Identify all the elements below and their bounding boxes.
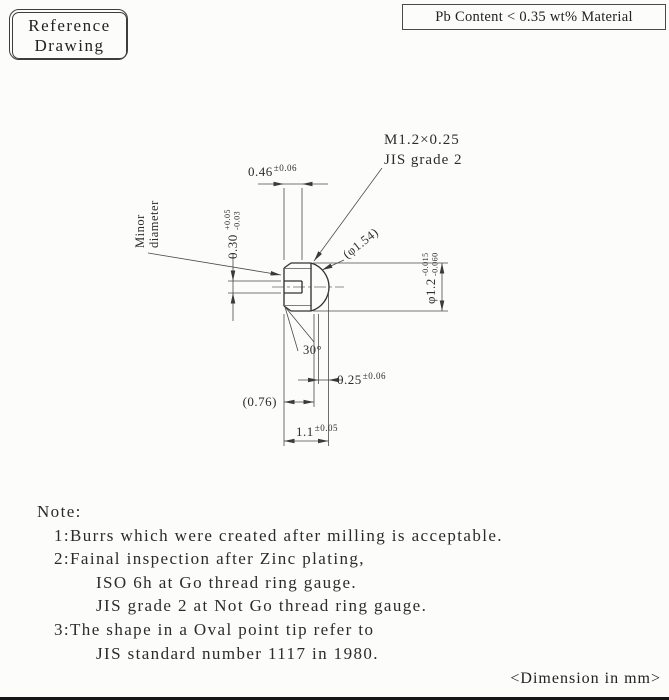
dim-overall-length-text: 1.1±0.05 <box>296 423 338 439</box>
dim-chamfer-angle-text: 30° <box>303 343 322 357</box>
note-line-3a: JIS standard number 1117 in 1980. <box>96 643 379 663</box>
dim-major-diameter-tol-upper: -0.015 <box>421 252 430 276</box>
note-line-2b: JIS grade 2 at Not Go thread ring gauge. <box>96 596 428 616</box>
thread-grade-label: JIS grade 2 <box>384 152 463 168</box>
dim-point-length-text: 0.25±0.06 <box>337 371 386 387</box>
technical-drawing: 0.46±0.06 M1.2×0.25 JIS grade 2 Minor di… <box>133 132 463 446</box>
dim-sphere-diameter-text: (φ1.54) <box>340 225 381 261</box>
bottom-rule <box>0 697 669 700</box>
pb-content-box: Pb Content < 0.35 wt% Material <box>402 4 666 30</box>
notes-section: Note: 1:Burrs which were created after m… <box>37 500 503 665</box>
pb-content-text: Pb Content < 0.35 wt% Material <box>435 8 633 25</box>
dim-slot-depth-tol-upper: +0.05 <box>223 209 232 230</box>
thread-minor-lines <box>285 268 312 306</box>
dim-slot-depth-tol-lower: -0.03 <box>233 211 242 230</box>
stamp-line-1: Reference <box>28 15 111 35</box>
dim-ref-length: (0.76) <box>243 314 315 446</box>
dim-thread-callout: M1.2×0.25 JIS grade 2 <box>313 132 463 262</box>
dim-slot-width: 0.46±0.06 <box>248 163 328 260</box>
dim-slot-depth: 0.30 +0.05 -0.03 <box>223 209 281 321</box>
minor-diameter-word-1: Minor <box>133 214 147 248</box>
dim-minor-diameter-label: Minor diameter <box>133 200 282 276</box>
dim-point-length: 0.25±0.06 <box>298 291 386 446</box>
stamp-line-2: Drawing <box>34 35 105 55</box>
minor-diameter-word-2: diameter <box>147 200 161 248</box>
note-line-3: 3:The shape in a Oval point tip refer to <box>54 619 375 639</box>
screw-slot <box>284 280 303 294</box>
dimension-unit-note: <Dimension in mm> <box>510 670 661 687</box>
reference-drawing-stamp-inner: Reference Drawing <box>12 12 127 59</box>
note-line-1: 1:Burrs which were created after milling… <box>54 525 503 545</box>
note-line-2: 2:Fainal inspection after Zinc plating, <box>54 549 365 569</box>
dim-slot-width-text: 0.46±0.06 <box>248 163 297 179</box>
dim-chamfer-angle: 30° <box>284 306 322 357</box>
dim-major-diameter-tol-lower: -0.060 <box>431 252 440 276</box>
dim-overall-length: 1.1±0.05 <box>284 423 338 444</box>
notes-title: Note: <box>37 502 82 521</box>
screw-outline <box>283 262 330 312</box>
thread-spec-label: M1.2×0.25 <box>384 132 460 148</box>
dim-ref-length-text: (0.76) <box>243 394 277 409</box>
note-line-2a: ISO 6h at Go thread ring gauge. <box>96 572 358 592</box>
reference-drawing-stamp: Reference Drawing <box>9 9 128 60</box>
dim-major-diameter-text: φ1.2 <box>423 278 438 304</box>
dim-slot-depth-text: 0.30 <box>225 234 240 259</box>
dim-major-diameter: φ1.2 -0.015 -0.060 <box>313 252 448 312</box>
oval-point-arc <box>310 262 330 312</box>
